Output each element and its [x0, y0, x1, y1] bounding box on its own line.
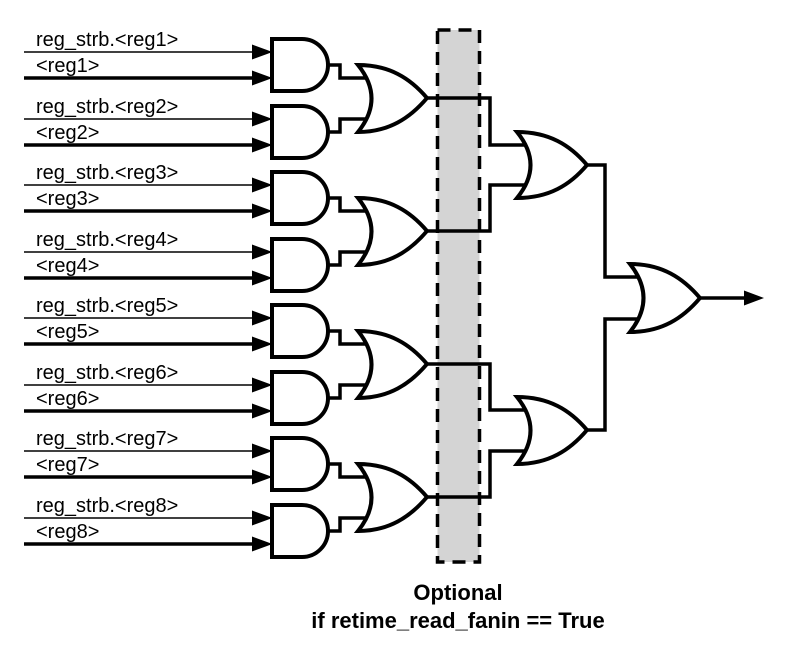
input-label-strobe-6: reg_strb.<reg6>	[36, 362, 179, 384]
wire-and8-or4	[328, 516, 380, 533]
or-gate-stage2-1	[353, 62, 430, 135]
wire-and4-or2	[328, 250, 380, 267]
or-to-or-wires	[427, 96, 652, 499]
wire-or1-or5	[427, 96, 540, 147]
arrowhead-icon-strobe-5	[252, 310, 273, 326]
input-wires	[24, 51, 254, 546]
or-gate-stage3-1	[512, 129, 590, 201]
input-label-strobe-7: reg_strb.<reg7>	[36, 428, 179, 450]
arrowhead-icon-reg-2	[252, 137, 273, 153]
arrowhead-icon-strobe-1	[252, 44, 273, 60]
wire-and6-or3	[328, 383, 380, 400]
wire-and7-or4	[328, 462, 380, 479]
or-gate-final	[625, 261, 703, 335]
or-gate-stage2-4	[353, 461, 430, 534]
input-label-strobe-8: reg_strb.<reg8>	[36, 495, 179, 517]
arrowhead-icon-reg-5	[252, 336, 273, 352]
arrowhead-icon-strobe-8	[252, 510, 273, 526]
arrowhead-icon-strobe-7	[252, 443, 273, 459]
or-gate-stage2-2	[353, 195, 430, 268]
input-label-reg-1: <reg1>	[36, 55, 100, 77]
and-gate-7	[270, 436, 330, 492]
or-gate-stage3-2	[512, 394, 590, 467]
and-gate-6	[270, 370, 330, 426]
stage2-or-gates	[353, 62, 430, 534]
wire-and3-or2	[328, 196, 380, 213]
wire-or6-or7	[587, 317, 652, 432]
optional-caption-line1: Optional	[413, 580, 503, 605]
input-label-reg-3: <reg3>	[36, 188, 100, 210]
arrowhead-icon-reg-3	[252, 203, 273, 219]
wire-or4-or6	[427, 449, 540, 499]
input-label-reg-6: <reg6>	[36, 388, 100, 410]
wire-and5-or3	[328, 329, 380, 346]
and-gate-8	[270, 503, 330, 559]
input-label-strobe-1: reg_strb.<reg1>	[36, 29, 179, 51]
wire-and2-or1	[328, 117, 380, 134]
wire-or3-or6	[427, 362, 540, 412]
input-label-reg-7: <reg7>	[36, 454, 100, 476]
input-label-reg-5: <reg5>	[36, 321, 100, 343]
output-arrowhead-icon	[744, 290, 764, 306]
stage3-or-gates	[512, 129, 590, 467]
input-label-strobe-2: reg_strb.<reg2>	[36, 96, 179, 118]
arrowhead-icon-reg-1	[252, 70, 273, 86]
arrowhead-icon-reg-8	[252, 536, 273, 552]
wire-and1-or1	[328, 63, 380, 80]
input-label-reg-2: <reg2>	[36, 122, 100, 144]
optional-retime-region	[435, 28, 482, 564]
input-label-reg-8: <reg8>	[36, 521, 100, 543]
and-to-or-wires	[328, 63, 380, 533]
arrowhead-icon-strobe-4	[252, 244, 273, 260]
input-label-strobe-3: reg_strb.<reg3>	[36, 162, 179, 184]
input-label-reg-4: <reg4>	[36, 255, 100, 277]
input-label-strobe-4: reg_strb.<reg4>	[36, 229, 179, 251]
arrowhead-icon-strobe-2	[252, 111, 273, 127]
arrowhead-icon-reg-7	[252, 469, 273, 485]
input-arrowheads	[252, 44, 273, 552]
and-gate-3	[270, 170, 330, 226]
input-label-strobe-5: reg_strb.<reg5>	[36, 295, 179, 317]
and-gate-2	[270, 104, 330, 160]
and-gate-4	[270, 237, 330, 293]
wire-or2-or5	[427, 183, 540, 233]
optional-caption: Optional if retime_read_fanin == True	[311, 579, 604, 635]
arrowhead-icon-reg-4	[252, 270, 273, 286]
and-gate-1	[270, 37, 330, 93]
and-gates	[270, 37, 330, 559]
arrowhead-icon-strobe-3	[252, 177, 273, 193]
arrowhead-icon-strobe-6	[252, 377, 273, 393]
or-gate-stage2-3	[353, 328, 430, 401]
optional-caption-line2: if retime_read_fanin == True	[311, 608, 605, 633]
wire-or5-or7	[587, 163, 652, 279]
and-gate-5	[270, 303, 330, 359]
arrowhead-icon-reg-6	[252, 403, 273, 419]
